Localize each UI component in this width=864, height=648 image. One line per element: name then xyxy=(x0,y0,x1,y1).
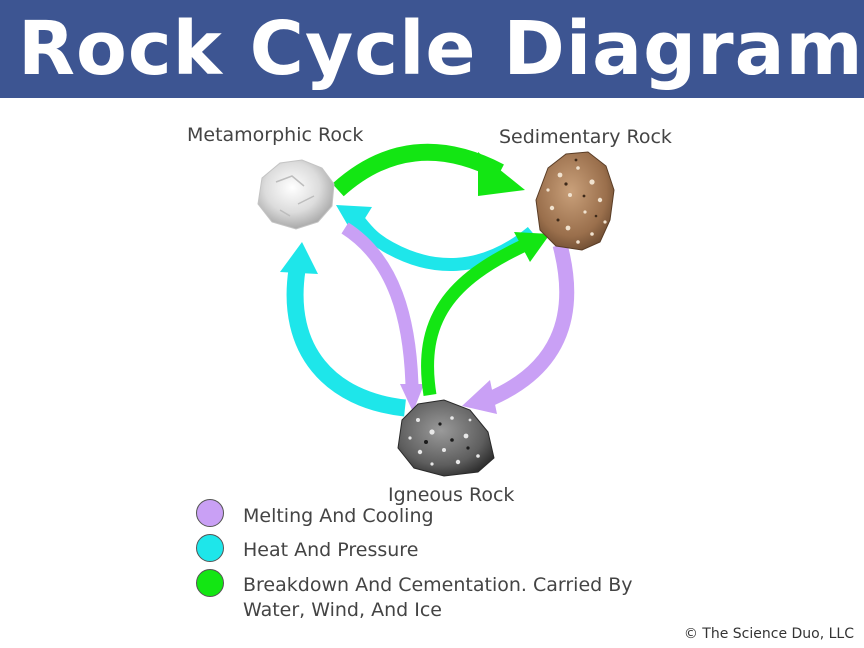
legend-melting-cooling-label: Melting And Cooling xyxy=(243,505,434,527)
legend-breakdown-label-line1: Breakdown And Cementation. Carried By xyxy=(243,574,633,596)
header-banner: Rock Cycle Diagram xyxy=(0,0,864,98)
arrow-igneous-to-sedimentary xyxy=(421,232,550,397)
arrow-metamorphic-to-igneous xyxy=(341,222,424,412)
legend-breakdown-label-line2: Water, Wind, And Ice xyxy=(243,599,442,621)
legend-breakdown-swatch xyxy=(196,569,224,597)
legend-melting-cooling-swatch xyxy=(196,499,224,527)
igneous-rock-image xyxy=(397,399,495,477)
legend-heat-pressure-label: Heat And Pressure xyxy=(243,539,419,561)
metamorphic-rock-label: Metamorphic Rock xyxy=(187,124,364,146)
page-title: Rock Cycle Diagram xyxy=(18,6,864,92)
arrow-igneous-to-metamorphic xyxy=(280,242,407,417)
arrow-sedimentary-to-igneous xyxy=(462,243,575,414)
copyright-notice: © The Science Duo, LLC xyxy=(683,626,854,642)
metamorphic-rock-image xyxy=(257,159,335,230)
sedimentary-rock-image xyxy=(535,151,615,251)
igneous-rock-label: Igneous Rock xyxy=(388,484,515,506)
sedimentary-rock-label: Sedimentary Rock xyxy=(499,126,672,148)
legend-heat-pressure-swatch xyxy=(196,534,224,562)
arrow-metamorphic-to-sedimentary xyxy=(332,143,525,197)
